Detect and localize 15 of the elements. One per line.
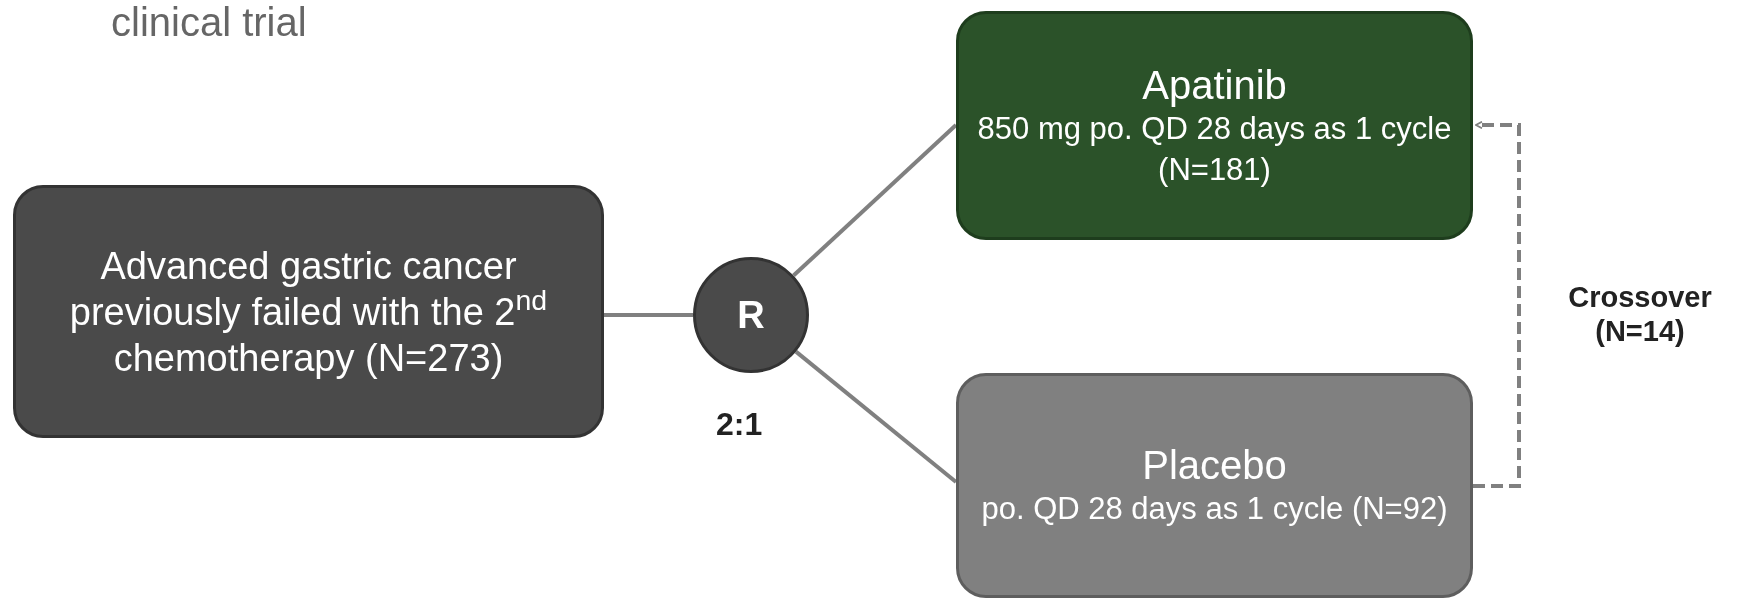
connector-line bbox=[794, 350, 958, 484]
node-text: po. QD 28 days as 1 cycle (N=92) bbox=[981, 490, 1448, 528]
connector-line bbox=[792, 123, 958, 278]
node-letter: R bbox=[737, 292, 765, 338]
node-text: 850 mg po. QD 28 days as 1 cycle (N=181) bbox=[976, 109, 1453, 189]
dashed-arrow bbox=[1473, 120, 1521, 488]
node-text: Advanced gastric cancer previously failed with the 2$^{nd}$ chemotherapy (N=273) bbox=[68, 243, 549, 381]
arm-title: Placebo bbox=[1142, 442, 1287, 488]
ratio-label: 2:1 bbox=[716, 405, 763, 444]
treatment-arm-box bbox=[956, 11, 1473, 240]
arm-title: Apatinib bbox=[1142, 61, 1287, 108]
connector-line bbox=[604, 313, 693, 317]
title: clinical trial bbox=[111, 0, 307, 44]
population-box bbox=[13, 185, 604, 438]
control-arm-box bbox=[956, 373, 1473, 598]
